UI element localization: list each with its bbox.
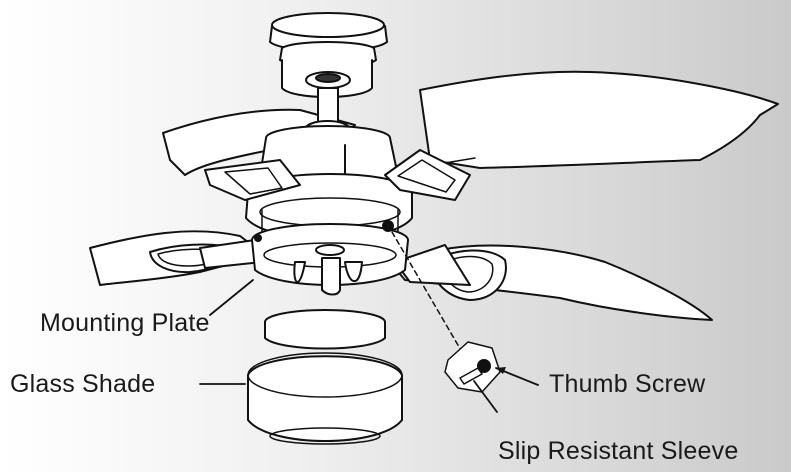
sleeve-leader: [473, 380, 498, 413]
ceiling-canopy: [269, 12, 388, 98]
slip-resistant-sleeve-label: Slip Resistant Sleeve: [498, 437, 739, 465]
blade-back-right: [414, 70, 779, 169]
blade-irons: [199, 149, 471, 286]
mounting-plate-leader: [209, 279, 254, 316]
thumb-screw-label: Thumb Screw: [549, 370, 706, 398]
mounting-plate-label: Mounting Plate: [40, 309, 210, 337]
thumb-screw-path: [391, 231, 463, 353]
thumb-screw-detail: [444, 341, 501, 393]
glass-shade-label: Glass Shade: [10, 370, 156, 398]
bulbs: [293, 244, 363, 296]
glass-shade: [247, 309, 403, 445]
thumb-screw-leader: [495, 367, 539, 386]
